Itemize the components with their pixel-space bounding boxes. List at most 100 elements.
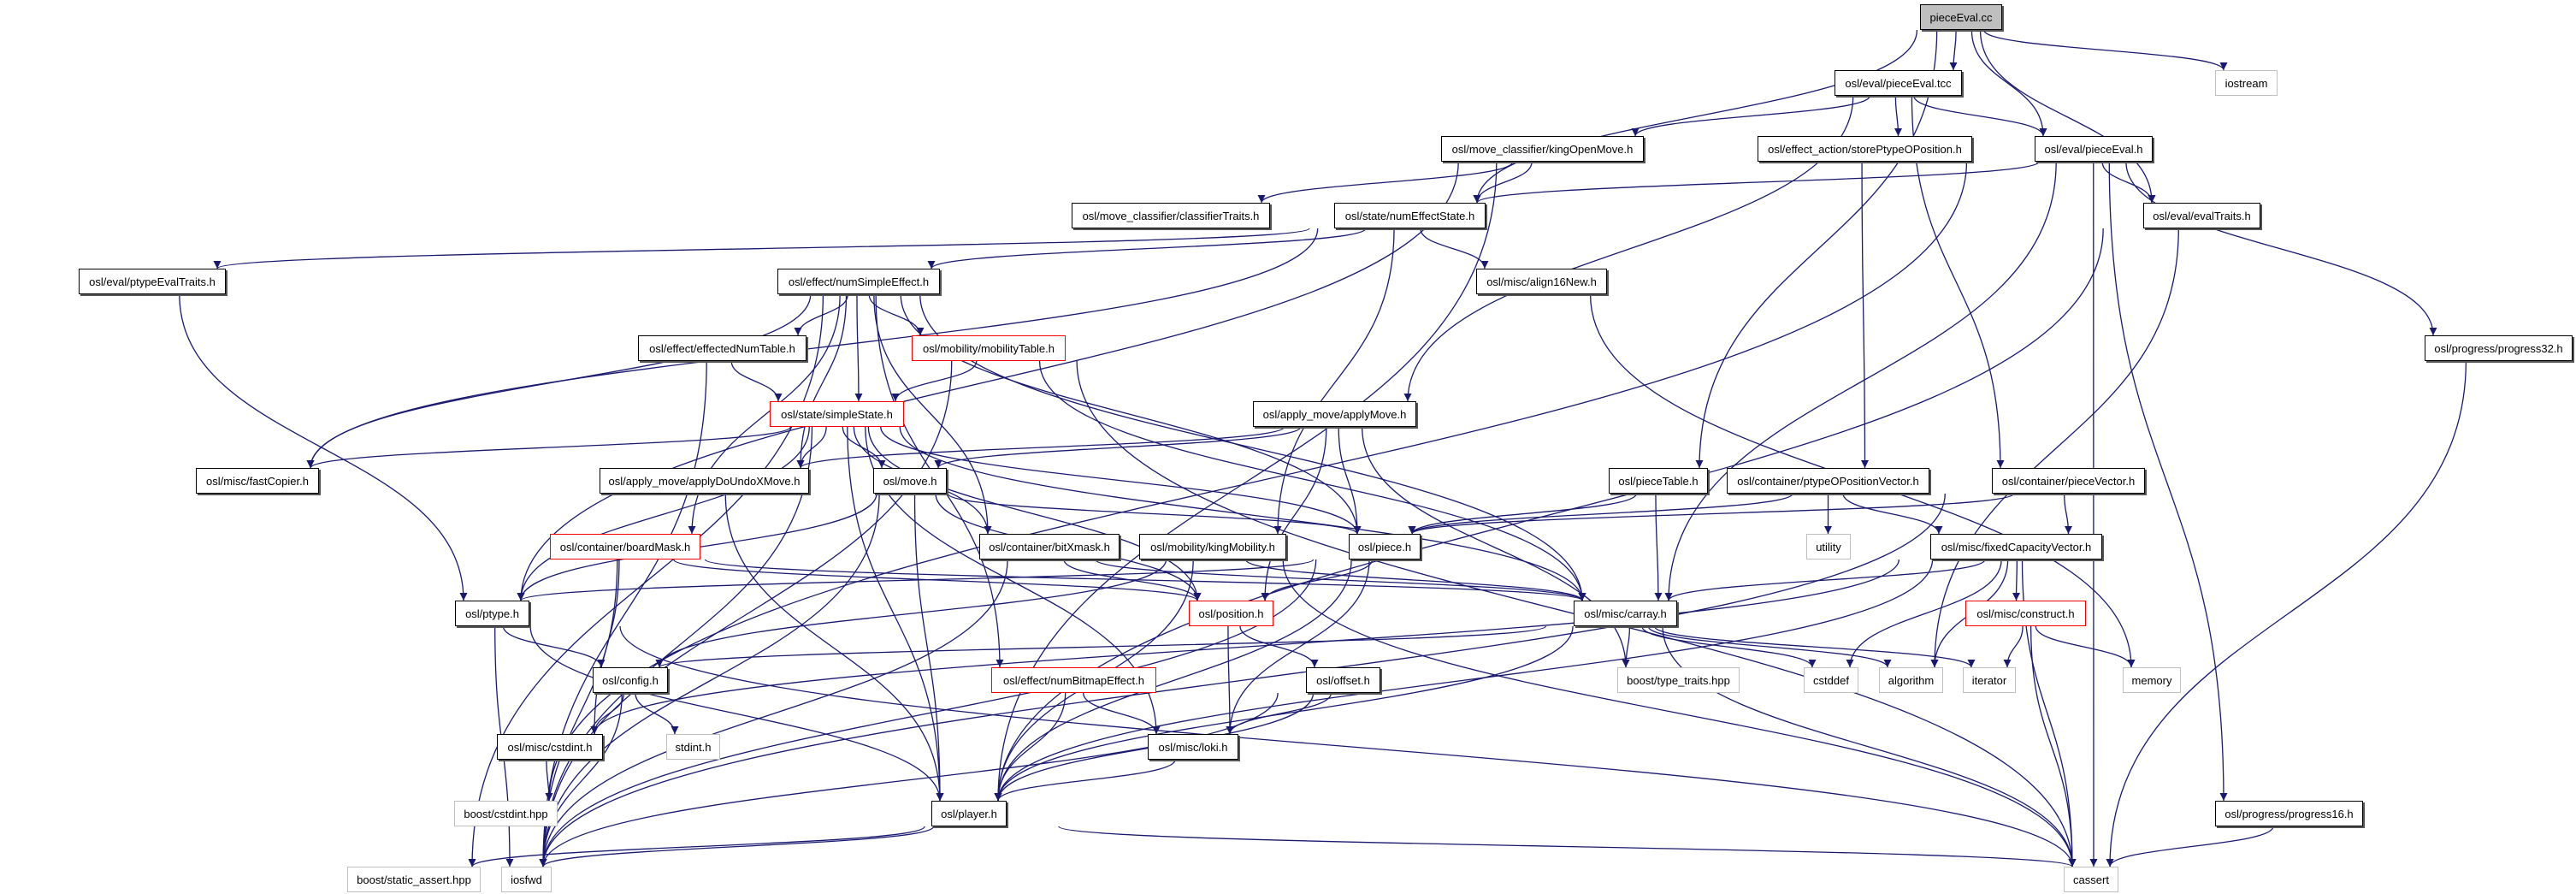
graph-node-pieceeval-tcc[interactable]: osl/eval/pieceEval.tcc [1835,70,1962,96]
edge-pieceTable-to-carray [1654,493,1663,601]
node-label: osl/progress/progress16.h [2224,807,2354,820]
edge-pieceEval_h-to-evalTraits [2101,161,2156,204]
node-label: osl/move_classifier/classifierTraits.h [1082,209,1260,222]
graph-node-kingopenmove[interactable]: osl/move_classifier/kingOpenMove.h [1441,136,1644,162]
graph-node-numeffectstate[interactable]: osl/state/numEffectState.h [1334,203,1486,228]
node-label: cassert [2073,873,2109,886]
graph-node-ptype[interactable]: osl/ptype.h [455,601,529,626]
graph-node-cassert: cassert [2064,867,2118,892]
edge-applyMove-to-piece [1338,426,1362,535]
node-label: osl/effect/numSimpleEffect.h [788,275,930,288]
graph-node-numsimpleeffect[interactable]: osl/effect/numSimpleEffect.h [777,269,940,294]
graph-node-bitxmask[interactable]: osl/container/bitXmask.h [979,534,1120,559]
edge-progress16-to-cassert [2106,826,2274,867]
node-label: iosfwd [511,873,542,886]
graph-node-ptypeopositionvector[interactable]: osl/container/ptypeOPositionVector.h [1727,468,1929,494]
edge-offset-to-iosfwd [539,692,1279,867]
edge-loki-to-player [994,759,1176,802]
edge-ptypeOPositionVector-to-piece [1408,493,1793,535]
edge-ptype-to-cassert [619,625,2077,867]
node-label: osl/misc/align16New.h [1486,275,1597,288]
edge-piece-to-ptype [517,559,1315,601]
graph-node-loki[interactable]: osl/misc/loki.h [1148,734,1238,760]
graph-node-static-assert: boost/static_assert.hpp [347,867,481,892]
edge-numSimpleEffect-to-applyDoUndoXMove [796,293,848,469]
edge-cstdint_h-to-boost_cstdint [545,759,553,802]
graph-node-pieceeval-cc[interactable]: pieceEval.cc [1920,4,2002,30]
edge-pieceVector-to-iosfwd [539,493,1946,867]
graph-node-fastcopier[interactable]: osl/misc/fastCopier.h [196,468,319,494]
graph-node-pieceeval-h[interactable]: osl/eval/pieceEval.h [2035,136,2153,162]
edge-effectedNumTable-to-iosfwd [539,360,707,867]
node-label: boost/type_traits.hpp [1627,673,1730,687]
graph-node-cstdint-h[interactable]: osl/misc/cstdint.h [497,734,603,760]
edge-pieceEval_h-to-carray [1664,161,2057,601]
graph-node-effectednumtable[interactable]: osl/effect/effectedNumTable.h [638,335,806,361]
node-label: boost/cstdint.hpp [464,807,548,820]
graph-node-piece[interactable]: osl/piece.h [1349,534,1421,559]
edge-fixedCapacityVector-to-player [994,559,1934,802]
node-label: osl/misc/loki.h [1158,740,1228,754]
edge-applyMove-to-move [934,426,1302,469]
edge-player-to-iosfwd [539,826,935,867]
edge-construct-to-iterator [2003,625,2024,668]
graph-node-storeptypeoposition[interactable]: osl/effect_action/storePtypeOPosition.h [1758,136,1972,162]
graph-node-player[interactable]: osl/player.h [931,801,1007,826]
graph-node-piecetable[interactable]: osl/pieceTable.h [1609,468,1708,494]
edge-numEffectState-to-kingMobility [1273,228,1395,535]
edge-piece-to-player [994,559,1352,802]
graph-node-applymove[interactable]: osl/apply_move/applyMove.h [1253,401,1416,427]
graph-node-applydoundoxmove[interactable]: osl/apply_move/applyDoUndoXMove.h [600,468,809,494]
edge-pieceEval_cc-to-iostream [1983,29,2228,71]
node-label: osl/state/numEffectState.h [1344,209,1475,222]
edge-storePtypeOPosition-to-ptypeOPositionVector [1860,161,1869,469]
edge-pieceEval_cc-to-pieceEval_tcc [1949,29,1958,71]
node-label: osl/player.h [941,807,997,820]
graph-node-progress16[interactable]: osl/progress/progress16.h [2215,801,2363,826]
node-label: osl/container/pieceVector.h [2001,474,2136,488]
edge-position-to-offset [1239,625,1319,668]
node-label: osl/state/simpleState.h [781,407,893,421]
node-label: osl/eval/evalTraits.h [2153,209,2251,222]
graph-node-boardmask[interactable]: osl/container/boardMask.h [550,534,700,559]
graph-node-progress32[interactable]: osl/progress/progress32.h [2425,335,2573,361]
graph-node-config[interactable]: osl/config.h [593,667,668,693]
graph-node-move[interactable]: osl/move.h [873,468,947,494]
node-label: osl/misc/fixedCapacityVector.h [1941,540,2092,554]
graph-node-type-traits: boost/type_traits.hpp [1617,667,1740,693]
graph-node-evaltraits[interactable]: osl/eval/evalTraits.h [2143,203,2260,228]
edge-pieceEval_tcc-to-kingOpenMove [1631,95,1870,137]
edge-move-to-player [913,493,944,802]
edge-numSimpleEffect-to-bitXmask [873,293,992,535]
node-label: osl/ptype.h [465,607,519,620]
graph-node-ptypeevaltraits[interactable]: osl/eval/ptypeEvalTraits.h [79,269,226,294]
node-label: osl/effect_action/storePtypeOPosition.h [1768,142,1962,156]
graph-node-position[interactable]: osl/position.h [1189,601,1273,626]
edge-pieceEval_tcc-to-pieceEval_h [1913,95,2047,137]
node-label: pieceEval.cc [1929,10,1993,24]
edge-pieceEval_cc-to-numEffectState [1473,29,1918,204]
graph-node-numbitmapeffect[interactable]: osl/effect/numBitmapEffect.h [991,667,1156,693]
graph-node-simplestate[interactable]: osl/state/simpleState.h [770,401,904,427]
node-label: osl/pieceTable.h [1618,474,1699,488]
edge-applyMove-to-position [1261,426,1327,601]
edge-player-to-cassert [1058,826,2077,867]
edge-carray-to-algorithm [1647,625,1892,668]
graph-node-mobilitytable[interactable]: osl/mobility/mobilityTable.h [912,335,1066,361]
graph-node-iostream: iostream [2215,70,2278,96]
graph-node-piecevector[interactable]: osl/container/pieceVector.h [1992,468,2145,494]
graph-node-fixedcapacityvector[interactable]: osl/misc/fixedCapacityVector.h [1930,534,2102,559]
graph-node-align16new[interactable]: osl/misc/align16New.h [1476,269,1607,294]
graph-node-offset[interactable]: osl/offset.h [1306,667,1380,693]
graph-node-stdint: stdint.h [666,734,720,760]
edge-progress32-to-cassert [2106,360,2467,867]
graph-node-carray[interactable]: osl/misc/carray.h [1574,601,1677,626]
edge-numEffectState-to-align16New [1420,228,1489,269]
graph-node-classifiertraits[interactable]: osl/move_classifier/classifierTraits.h [1072,203,1270,228]
edge-mobilityTable-to-iosfwd [539,360,953,867]
edge-pieceVector-to-fixedCapacityVector [2063,493,2072,535]
graph-node-kingmobility[interactable]: osl/mobility/kingMobility.h [1139,534,1286,559]
graph-node-construct[interactable]: osl/misc/construct.h [1965,601,2086,626]
edge-move-to-iosfwd [539,493,880,867]
